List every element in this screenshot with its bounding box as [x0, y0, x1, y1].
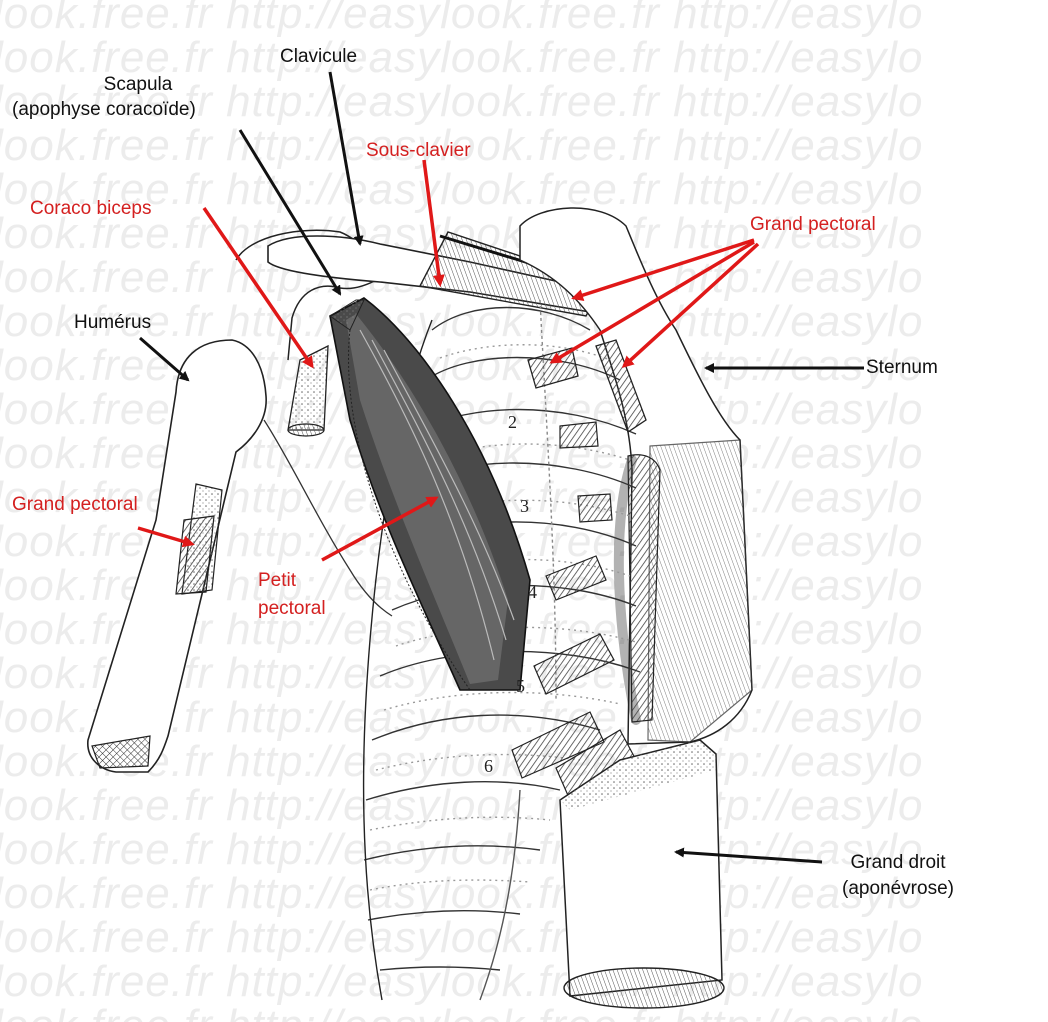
label-humerus: Humérus [74, 312, 151, 334]
humerus-bone [88, 340, 266, 772]
label-petit-pectoral-line1: Petit [258, 570, 296, 592]
label-scapula-line1: Scapula [12, 74, 264, 96]
rib-number-3: 3 [520, 496, 529, 516]
label-grand-droit-line2: (aponévrose) [822, 878, 974, 900]
label-grand-droit-line1: Grand droit [822, 852, 974, 874]
rib-number-4: 4 [528, 582, 537, 602]
label-grand-pectoral-top: Grand pectoral [750, 214, 876, 236]
rib-number-6: 6 [484, 756, 493, 776]
label-coraco-biceps: Coraco biceps [30, 198, 151, 220]
arrow-humerus [140, 338, 188, 380]
pectoralis-major-stumps [512, 340, 646, 800]
label-scapula-line2: (apophyse coracoïde) [12, 99, 196, 121]
rib-number-5: 5 [516, 676, 525, 696]
label-grand-pectoral-left: Grand pectoral [12, 494, 138, 516]
arrow-clavicule [330, 72, 360, 244]
rib-number-2: 2 [508, 412, 517, 432]
label-petit-pectoral-line2: pectoral [258, 598, 326, 620]
pectoralis-minor-muscle [330, 298, 530, 690]
label-sous-clavier: Sous-clavier [366, 140, 471, 162]
label-sternum: Sternum [866, 357, 938, 379]
label-clavicule: Clavicule [280, 46, 357, 68]
